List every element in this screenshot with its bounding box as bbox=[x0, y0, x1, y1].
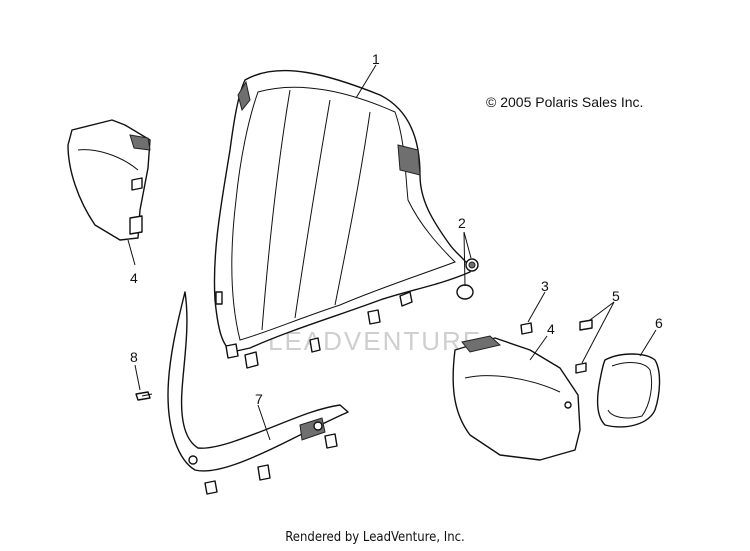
mirror-glass-part bbox=[596, 353, 661, 428]
callout-4-right: 4 bbox=[547, 321, 555, 337]
screw-part-8 bbox=[135, 391, 153, 401]
footer-credit: Rendered by LeadVenture, Inc. bbox=[285, 530, 465, 545]
windshield-part bbox=[213, 69, 471, 369]
leader-lines bbox=[127, 64, 657, 441]
copyright-text: © 2005 Polaris Sales Inc. bbox=[486, 94, 644, 110]
callout-4-left: 4 bbox=[130, 270, 138, 286]
right-mirror-housing-part bbox=[452, 335, 581, 461]
callout-3: 3 bbox=[541, 278, 549, 294]
clip-part bbox=[520, 322, 533, 335]
callout-2: 2 bbox=[458, 215, 466, 231]
left-mirror-housing-part bbox=[67, 119, 151, 241]
callout-8: 8 bbox=[130, 349, 138, 365]
watermark-text: LEADVENTURE bbox=[268, 326, 482, 356]
callout-1: 1 bbox=[372, 51, 380, 67]
callout-6: 6 bbox=[655, 315, 663, 331]
callout-5: 5 bbox=[612, 288, 620, 304]
screw-part-5 bbox=[575, 319, 593, 374]
grommet-part bbox=[456, 258, 479, 300]
lower-trim-part bbox=[167, 291, 349, 495]
callout-7: 7 bbox=[255, 391, 263, 407]
